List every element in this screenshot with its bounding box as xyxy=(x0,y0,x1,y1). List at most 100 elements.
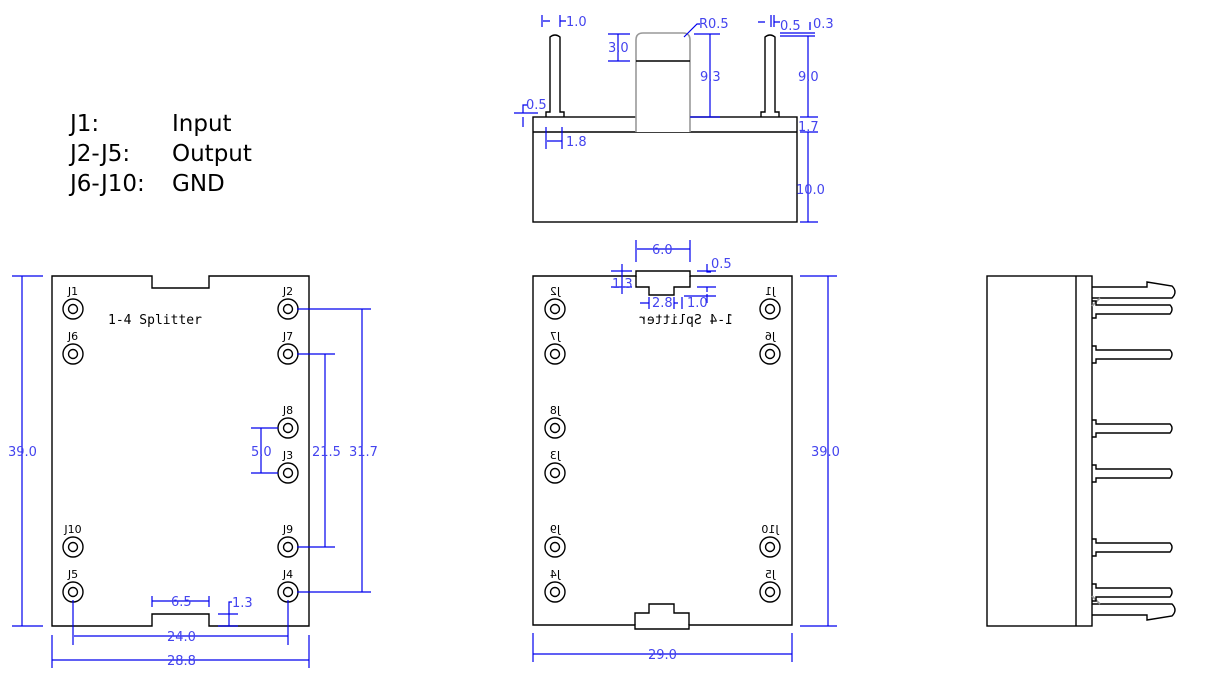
latch-pin-bottom xyxy=(1092,603,1176,621)
side-pin xyxy=(1092,464,1173,483)
pad-ring-icon xyxy=(62,298,84,320)
side-pin xyxy=(1092,345,1173,364)
body-outline xyxy=(986,275,1093,627)
bottom-notch xyxy=(634,603,690,625)
pin-label: J6 xyxy=(765,330,776,343)
board-label-mirrored: 1-4 Splitter xyxy=(639,313,733,328)
pad-ring-icon xyxy=(62,536,84,558)
dim-text: 2.8 xyxy=(652,296,673,311)
pin-J7[interactable]: J7 xyxy=(277,330,299,365)
pad-ring-icon xyxy=(277,581,299,603)
pin-J4[interactable]: J4 xyxy=(277,568,299,603)
pin-J8[interactable]: J8 xyxy=(277,404,299,439)
dim-text: 1.3 xyxy=(612,277,633,292)
pin-J5[interactable]: J5 xyxy=(759,568,781,603)
board-outline xyxy=(51,275,310,627)
dim-text: 1.0 xyxy=(566,15,587,30)
pin-J9[interactable]: J9 xyxy=(544,523,566,558)
dim-text: 3.0 xyxy=(608,41,629,56)
right-pin xyxy=(760,34,780,117)
dim-text: 29.0 xyxy=(648,648,677,663)
pin-label: J5 xyxy=(765,568,776,581)
dim-text: 6.0 xyxy=(652,243,673,258)
pad-hole-icon xyxy=(67,303,79,315)
pin-J5[interactable]: J5 xyxy=(62,568,84,603)
pad-ring-icon xyxy=(759,536,781,558)
pin-label: J1 xyxy=(765,285,776,298)
pin-J2[interactable]: J2 xyxy=(544,285,566,320)
legend-pin: J6-J10: xyxy=(70,171,145,197)
left-pin xyxy=(545,34,565,117)
dim-text: 1.8 xyxy=(566,135,587,150)
pad-hole-icon xyxy=(67,348,79,360)
dim-text: 39.0 xyxy=(8,445,37,460)
pad-ring-icon xyxy=(544,343,566,365)
latch-pin-top xyxy=(1092,281,1176,299)
pin-J7[interactable]: J7 xyxy=(544,330,566,365)
pad-ring-icon xyxy=(544,462,566,484)
pad-hole-icon xyxy=(282,303,294,315)
pin-J3[interactable]: J3 xyxy=(544,449,566,484)
pad-hole-icon xyxy=(282,541,294,553)
pin-label: J9 xyxy=(282,523,293,536)
board-label: 1-4 Splitter xyxy=(108,313,202,328)
pin-J3[interactable]: J3 xyxy=(277,449,299,484)
pin-label: J8 xyxy=(550,404,561,417)
pin-J2[interactable]: J2 xyxy=(277,285,299,320)
pin-label: J2 xyxy=(282,285,293,298)
pin-label: J4 xyxy=(282,568,293,581)
side-view-top: 1.0 R0.5 0.5 0.3 3.0 9.3 9.0 1.7 10.0 0.… xyxy=(514,15,834,223)
pad-hole-icon xyxy=(282,422,294,434)
dim-text: 1.3 xyxy=(232,596,253,611)
legend-pin: J1: xyxy=(70,111,100,137)
pin-label: J6 xyxy=(67,330,78,343)
pin-label: J7 xyxy=(550,330,561,343)
pad-ring-icon xyxy=(544,298,566,320)
dim-text: 0.5 xyxy=(526,98,547,113)
pin-J10[interactable]: J10 xyxy=(759,523,781,558)
pad-hole-icon xyxy=(764,586,776,598)
pin-J9[interactable]: J9 xyxy=(277,523,299,558)
pad-hole-icon xyxy=(764,541,776,553)
pin-J4[interactable]: J4 xyxy=(544,568,566,603)
pad-ring-icon xyxy=(277,298,299,320)
pin-J6[interactable]: J6 xyxy=(62,330,84,365)
pin-label: J2 xyxy=(550,285,561,298)
pad-hole-icon xyxy=(549,422,561,434)
pin-label: J10 xyxy=(63,523,81,536)
pad-ring-icon xyxy=(544,581,566,603)
pad-ring-icon xyxy=(759,343,781,365)
pin-J1[interactable]: J1 xyxy=(759,285,781,320)
dim-text: 6.5 xyxy=(171,595,192,610)
dim-text: 21.5 xyxy=(312,445,341,460)
pin-J8[interactable]: J8 xyxy=(544,404,566,439)
side-pin xyxy=(1092,583,1173,602)
pad-hole-icon xyxy=(282,348,294,360)
dim-text: 1.0 xyxy=(687,296,708,311)
pad-hole-icon xyxy=(764,303,776,315)
legend-role: Output xyxy=(172,141,252,167)
side-pin xyxy=(1092,419,1173,438)
body-outline xyxy=(532,116,798,223)
pad-ring-icon xyxy=(759,581,781,603)
dim-text: 39.0 xyxy=(811,445,840,460)
pad-ring-icon xyxy=(62,343,84,365)
pad-ring-icon xyxy=(277,417,299,439)
dim-text: 28.8 xyxy=(167,654,196,669)
side-pin xyxy=(1092,538,1173,557)
pad-hole-icon xyxy=(282,467,294,479)
pad-ring-icon xyxy=(544,536,566,558)
connector-cap xyxy=(635,32,691,132)
pad-hole-icon xyxy=(67,541,79,553)
pad-hole-icon xyxy=(67,586,79,598)
pin-J1[interactable]: J1 xyxy=(62,285,84,320)
pad-ring-icon xyxy=(277,536,299,558)
legend-pin: J2-J5: xyxy=(70,141,131,167)
pin-label: J7 xyxy=(282,330,293,343)
pin-J6[interactable]: J6 xyxy=(759,330,781,365)
side-pin xyxy=(1092,300,1173,319)
pin-J10[interactable]: J10 xyxy=(62,523,84,558)
pin-label: J8 xyxy=(282,404,293,417)
